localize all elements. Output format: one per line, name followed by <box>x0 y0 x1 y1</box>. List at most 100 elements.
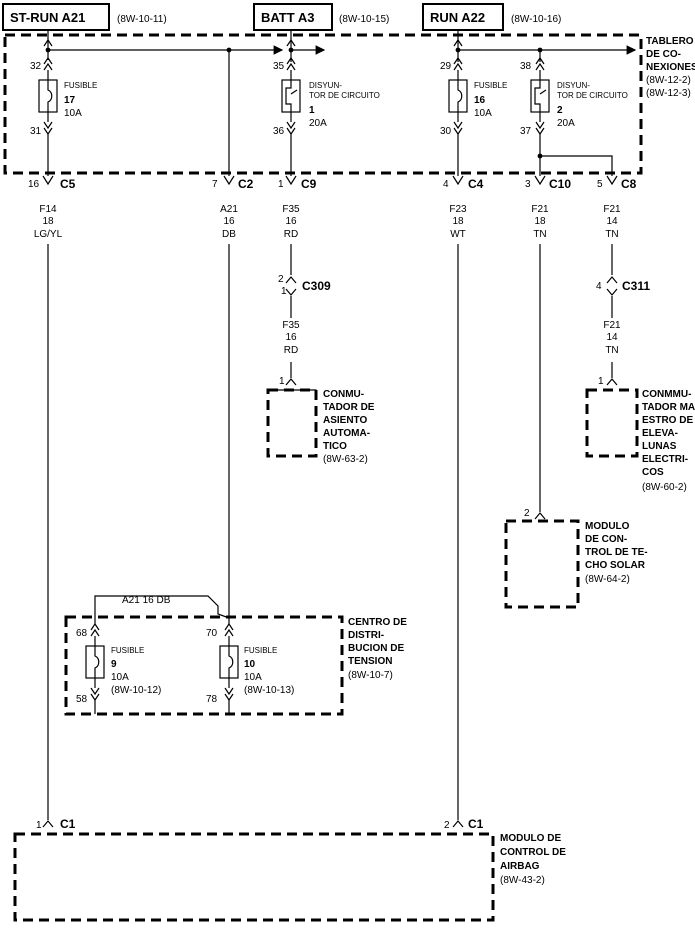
circuit-breaker-1: 35 36 DISYUN- TOR DE CIRCUITO 1 20A <box>273 56 380 176</box>
connector-label: C4 <box>468 177 484 191</box>
pin-label: 2 <box>278 274 284 285</box>
wire-gauge: 18 <box>452 216 464 227</box>
label-line: CENTRO DE <box>348 617 407 628</box>
fuse-rating: 10A <box>244 672 262 683</box>
fuse-9: 68 58 FUSIBLE 9 10A (8W-10-12) <box>76 622 161 714</box>
label-line: TROL DE TE- <box>585 547 648 558</box>
connector-c2: 7 C2 <box>212 175 254 191</box>
breaker-num: 2 <box>557 105 563 116</box>
connector-label: C2 <box>238 177 254 191</box>
label-line: TADOR DE <box>323 402 375 413</box>
connector-c309: 2 1 C309 <box>278 274 331 297</box>
wire-circuit: F14 <box>39 204 57 215</box>
label-ref: (8W-10-7) <box>348 670 393 681</box>
label-line: CONMMU- <box>642 389 691 400</box>
sunroof-outline <box>504 519 580 609</box>
power-distribution-center: A21 16 DB CENTRO DE DISTRI- BUCION DE TE… <box>64 595 407 716</box>
connector-c8: 5 C8 <box>597 175 637 191</box>
label-line: AIRBAG <box>500 861 540 872</box>
wire-gauge: 14 <box>606 216 618 227</box>
feed-wires <box>43 30 637 176</box>
wire-f21-18: F21 18 TN <box>531 204 549 240</box>
breaker-rating: 20A <box>309 118 327 129</box>
label-line: TADOR MA- <box>642 402 695 413</box>
wire-f21-14: F21 14 TN <box>603 204 621 240</box>
wire-f23: F23 18 WT <box>449 204 467 240</box>
airbag-module: 1 C1 2 C1 MODULO DE CONTROL DE AIRBAG (8… <box>13 817 566 922</box>
fuse-num: 9 <box>111 659 117 670</box>
wire-color: WT <box>450 229 466 240</box>
pin-label: 4 <box>443 179 449 190</box>
wire-gauge: 14 <box>606 332 618 343</box>
label-line: DE CON- <box>585 534 627 545</box>
wire-a21: A21 16 DB <box>220 204 238 240</box>
breaker-type: TOR DE CIRCUITO <box>309 91 380 100</box>
wire-circuit: F21 <box>603 204 621 215</box>
fuse-num: 10 <box>244 659 256 670</box>
label-line: TABLERO <box>646 36 694 47</box>
wire-color: TN <box>533 229 546 240</box>
wire-circuit: A21 <box>220 204 238 215</box>
wire-f35-lower: F35 16 RD <box>282 320 300 356</box>
fuse-num: 16 <box>474 95 486 106</box>
pin-label: 5 <box>597 179 603 190</box>
connector-label: C8 <box>621 177 637 191</box>
label-line: COS <box>642 467 664 478</box>
label-line: TENSION <box>348 656 392 667</box>
fuse-num: 17 <box>64 95 76 106</box>
connector-label: C9 <box>301 177 317 191</box>
circuit-breaker-2: 38 37 DISYUN- TOR DE CIRCUITO 2 20A <box>520 56 628 176</box>
seat-switch: 1 CONMU- TADOR DE ASIENTO AUTOMA- TICO (… <box>266 376 375 465</box>
breaker-num: 1 <box>309 105 315 116</box>
pin-label: 2 <box>524 508 530 519</box>
header-label: RUN A22 <box>430 10 485 25</box>
label-line: LUNAS <box>642 441 677 452</box>
label-line: ASIENTO <box>323 415 367 426</box>
fuse-type: FUSIBLE <box>64 81 97 90</box>
label-line: TICO <box>323 441 347 452</box>
connector-c4: 4 C4 <box>443 175 484 191</box>
pin-label: 35 <box>273 61 285 72</box>
pin-label: 68 <box>76 628 88 639</box>
label-line: CONTROL DE <box>500 847 566 858</box>
wire-runs <box>47 244 613 820</box>
pin-label: 37 <box>520 126 532 137</box>
label-line: ESTRO DE <box>642 415 693 426</box>
fuse-ref: (8W-10-13) <box>244 685 294 696</box>
wire-gauge: 16 <box>285 216 297 227</box>
junction-block-label: TABLERO DE CO- NEXIONES (8W-12-2) (8W-12… <box>646 36 695 99</box>
breaker-rating: 20A <box>557 118 575 129</box>
wire-circuit: F23 <box>449 204 467 215</box>
wire-color: RD <box>284 345 298 356</box>
wire-gauge: 18 <box>534 216 546 227</box>
pin-label: 1 <box>278 179 284 190</box>
pin-label: 29 <box>440 61 452 72</box>
header-ref: (8W-10-11) <box>117 14 167 25</box>
connector-c5: 16 C5 <box>28 175 76 191</box>
wire-color: TN <box>605 345 618 356</box>
pin-label: 3 <box>525 179 531 190</box>
label-ref: (8W-64-2) <box>585 574 630 585</box>
wire-gauge: 16 <box>223 216 235 227</box>
label-line: MODULO <box>585 521 630 532</box>
fuse-rating: 10A <box>111 672 129 683</box>
connector-label: C309 <box>302 279 331 293</box>
label-line: CHO SOLAR <box>585 560 646 571</box>
label-line: DISTRI- <box>348 630 384 641</box>
window-master-switch: 1 CONMMU- TADOR MA- ESTRO DE ELEVA- LUNA… <box>585 376 695 493</box>
fuse-ref: (8W-10-12) <box>111 685 161 696</box>
fuse-16: 29 30 FUSIBLE 16 10A <box>440 56 507 176</box>
fuse-rating: 10A <box>64 108 82 119</box>
wire-label: A21 16 DB <box>122 595 171 606</box>
pin-label: 4 <box>596 281 602 292</box>
header-ref: (8W-10-15) <box>339 14 389 25</box>
breaker-type: DISYUN- <box>309 81 342 90</box>
wire-gauge: 18 <box>42 216 54 227</box>
label-ref: (8W-43-2) <box>500 875 545 886</box>
label-line: MODULO DE <box>500 833 561 844</box>
wire-color: DB <box>222 229 236 240</box>
connector-label: C10 <box>549 177 571 191</box>
pdc-outline <box>64 615 344 716</box>
label-ref: (8W-12-3) <box>646 88 691 99</box>
